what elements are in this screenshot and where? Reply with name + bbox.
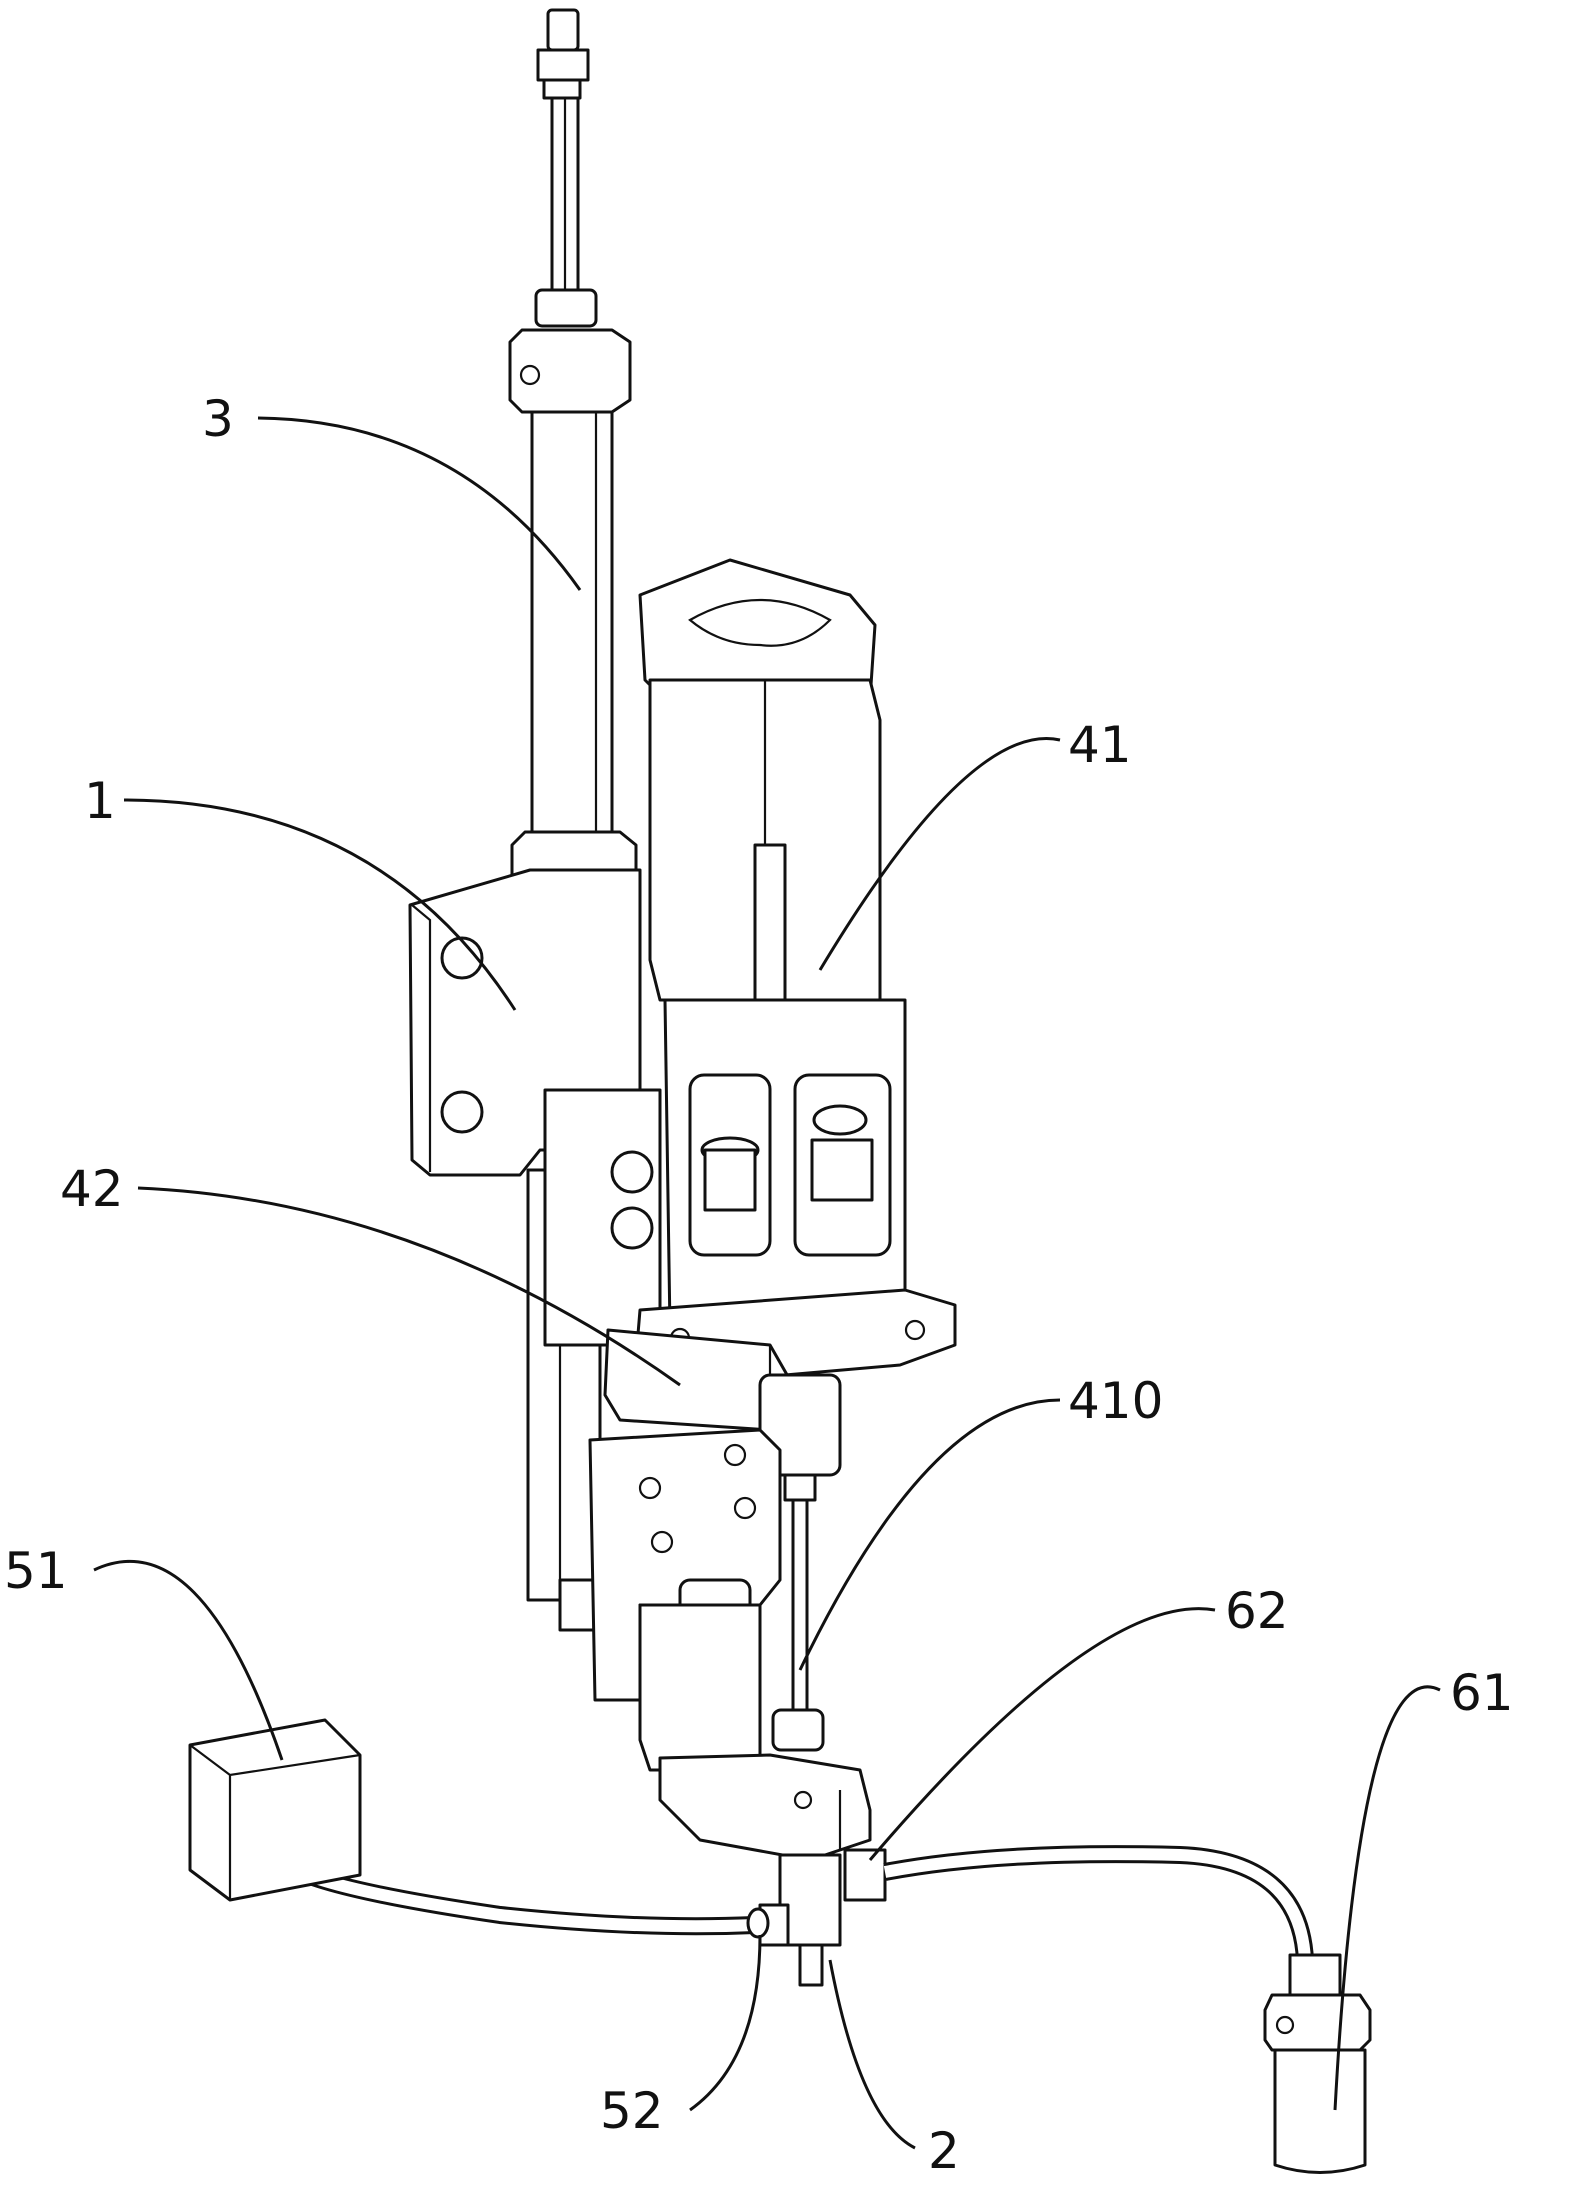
motor-assembly [635, 560, 955, 1385]
valve-body [760, 1850, 885, 1985]
needle-collar [773, 1710, 823, 1750]
leader-62 [870, 1609, 1215, 1860]
label-41: 41 [1068, 716, 1132, 774]
nozzle [800, 1945, 822, 1985]
lower-bracket [590, 1430, 780, 1770]
rod-nut-washer [544, 80, 580, 98]
label-1: 1 [84, 772, 116, 830]
label-62: 62 [1225, 1582, 1289, 1640]
leader-52 [690, 1935, 760, 2110]
cylinder-head [510, 330, 630, 412]
rod-nut [536, 290, 596, 326]
t-fitting [845, 1850, 885, 1900]
dispense-head-plate [660, 1755, 870, 1860]
glue-reservoir [1265, 1955, 1370, 2173]
label-410: 410 [1068, 1372, 1163, 1430]
label-61: 61 [1450, 1664, 1514, 1722]
rod-nut-top [538, 50, 588, 80]
reservoir-body [1275, 2050, 1365, 2173]
label-42: 42 [60, 1160, 124, 1218]
label-51: 51 [4, 1542, 68, 1600]
label-2: 2 [928, 2122, 960, 2180]
leader-2 [830, 1960, 915, 2148]
rod-tip [548, 10, 578, 50]
cylinder-barrel [532, 412, 612, 832]
label-3: 3 [202, 390, 234, 448]
reservoir-nut [1290, 1955, 1340, 1995]
leader-51 [94, 1561, 282, 1760]
plate-hole-lower [442, 1092, 482, 1132]
label-52: 52 [600, 2082, 664, 2140]
controller-box [190, 1720, 360, 1900]
